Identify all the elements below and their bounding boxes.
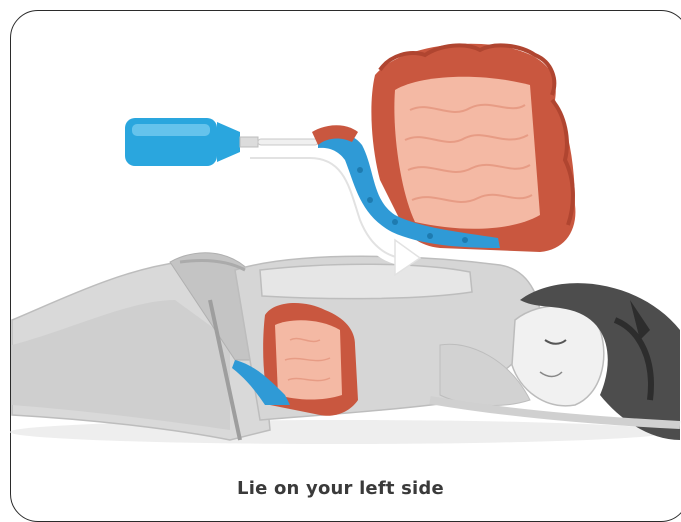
instruction-caption: Lie on your left side (0, 478, 681, 499)
enema-bottle-icon (125, 118, 240, 166)
large-colon-icon (312, 44, 575, 252)
nozzle-tube-icon (240, 137, 318, 147)
ground-shadow (10, 420, 670, 444)
